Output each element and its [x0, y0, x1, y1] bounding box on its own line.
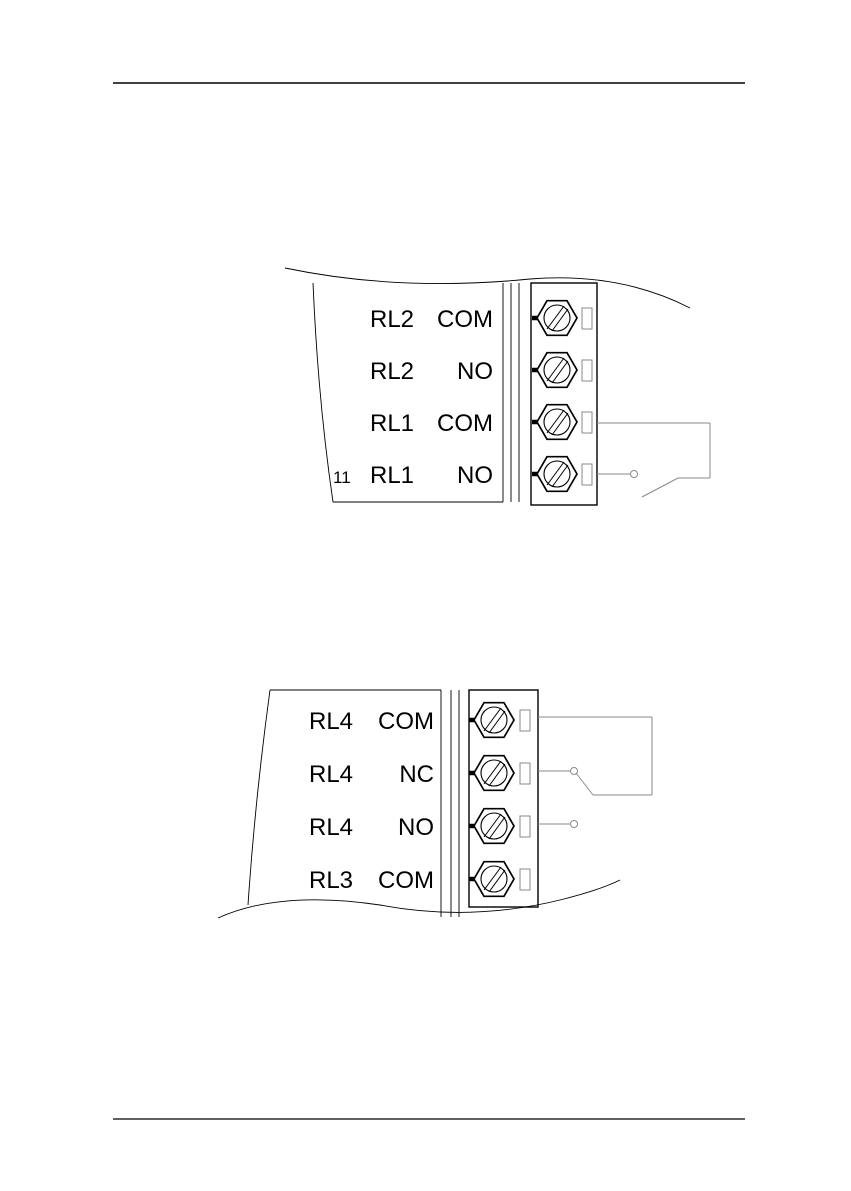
- lower-terminal-row: RL4 COM: [309, 703, 530, 738]
- upper-terminal-row: RL2 COM: [370, 301, 592, 336]
- relay-label: RL4: [309, 708, 353, 735]
- relay-label: RL4: [309, 814, 353, 841]
- upper-board-outline: [285, 268, 690, 308]
- terminal-tab: [520, 763, 530, 784]
- contact-label: COM: [378, 867, 434, 894]
- terminal-screw-icon: [532, 405, 577, 440]
- relay-label: RL4: [309, 761, 353, 788]
- lower-terminal-row: RL4 NO: [309, 809, 530, 844]
- upper-board-left-edge: [313, 283, 333, 502]
- relay-label: RL3: [309, 867, 353, 894]
- terminal-tab: [520, 710, 530, 731]
- contact-label: COM: [437, 410, 493, 437]
- contact-label: NO: [457, 358, 493, 385]
- terminal-tab: [520, 869, 530, 890]
- lower-terminal-row: RL4 NC: [309, 756, 530, 791]
- terminal-tab: [582, 360, 592, 381]
- terminal-screw-icon: [532, 457, 577, 492]
- terminal-screw-icon: [469, 756, 514, 791]
- lower-relay-wiring: [538, 717, 652, 828]
- contact-label: COM: [378, 708, 434, 735]
- terminal-tab: [520, 816, 530, 837]
- relay-label: RL2: [370, 358, 414, 385]
- lower-board-left-edge: [248, 690, 270, 905]
- terminal-screw-icon: [469, 703, 514, 738]
- terminal-screw-icon: [532, 353, 577, 388]
- upper-terminal-row: RL1 NO: [370, 457, 592, 492]
- terminal-screw-icon: [469, 862, 514, 897]
- contact-label: COM: [437, 306, 493, 333]
- relay-label: RL1: [370, 462, 414, 489]
- upper-pin-number: 11: [333, 468, 351, 487]
- contact-label: NC: [399, 761, 434, 788]
- contact-label: NO: [457, 462, 493, 489]
- upper-terminal-row: RL1 COM: [370, 405, 592, 440]
- upper-terminal-row: RL2 NO: [370, 353, 592, 388]
- terminal-screw-icon: [532, 301, 577, 336]
- relay-label: RL2: [370, 306, 414, 333]
- lower-terminal-row: RL3 COM: [309, 862, 530, 897]
- terminal-tab: [582, 464, 592, 485]
- upper-relay-wiring: [597, 423, 710, 497]
- terminal-tab: [582, 412, 592, 433]
- terminal-screw-icon: [469, 809, 514, 844]
- relay-label: RL1: [370, 410, 414, 437]
- terminal-tab: [582, 308, 592, 329]
- contact-label: NO: [398, 814, 434, 841]
